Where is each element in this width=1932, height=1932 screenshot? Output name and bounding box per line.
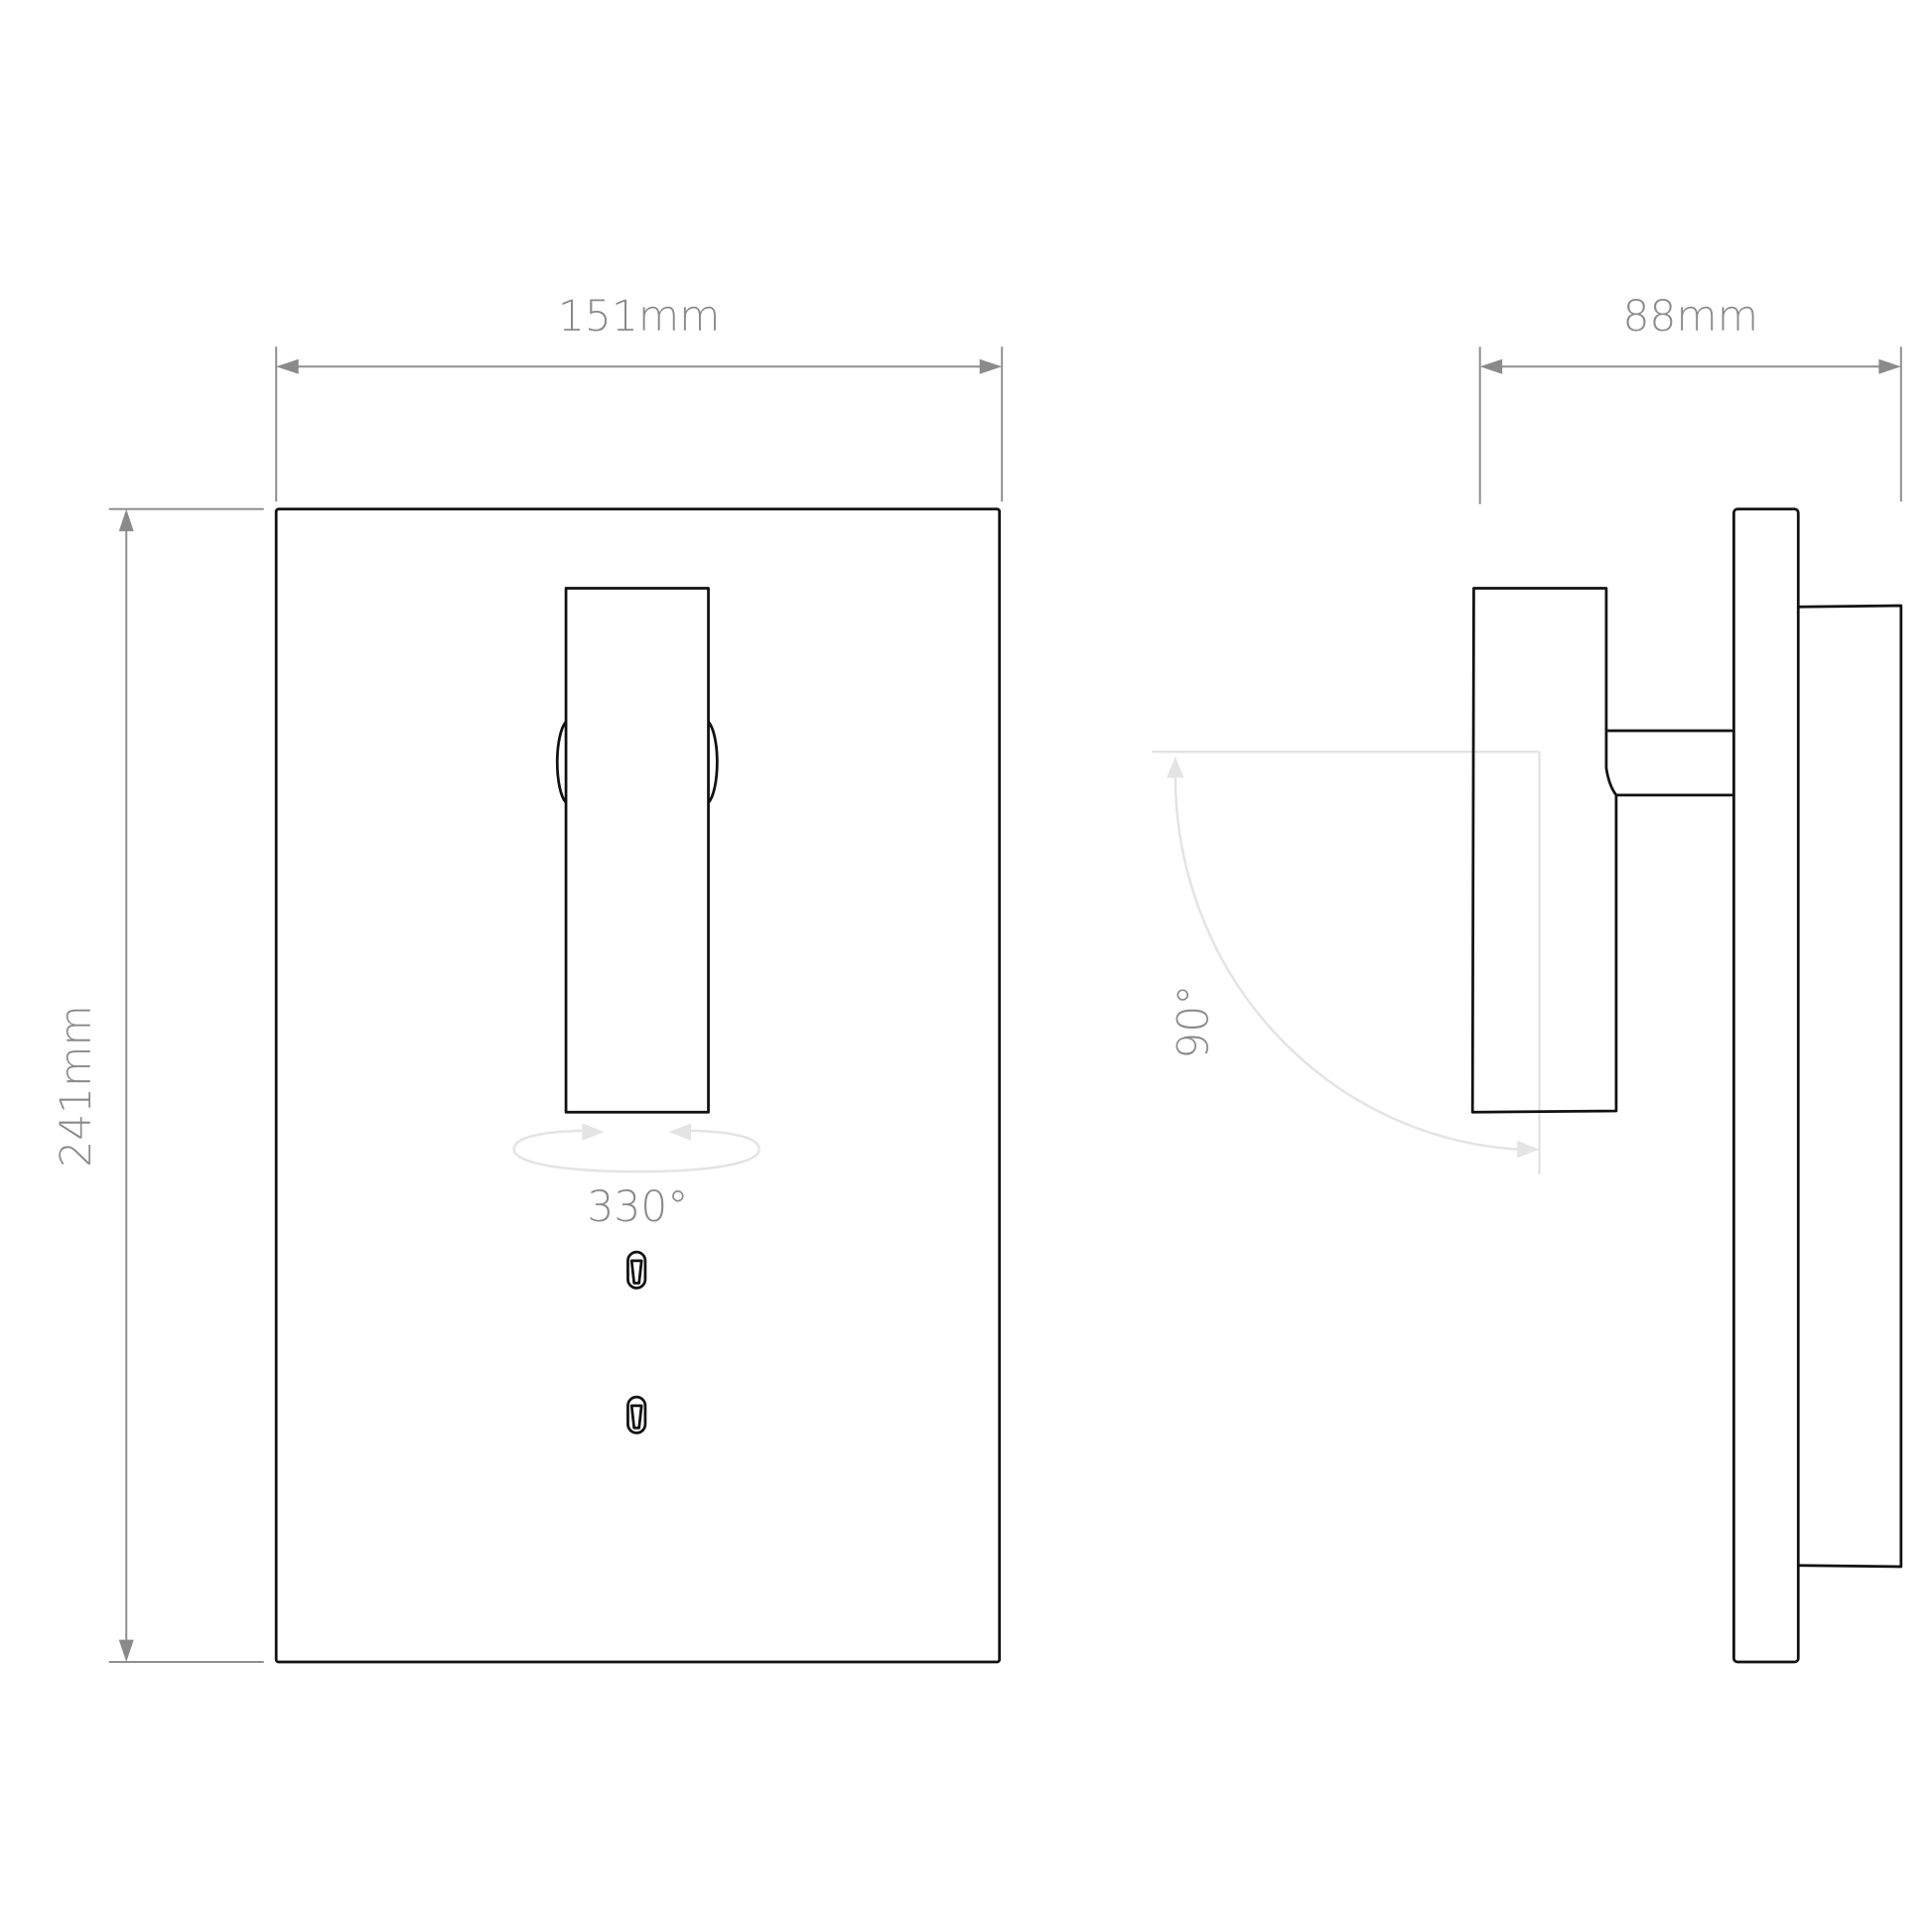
height-label: 241mm — [53, 1005, 101, 1168]
arrow-right-icon — [1878, 358, 1901, 374]
side-view: 88mm 90° — [1152, 293, 1903, 1664]
arm — [1607, 729, 1734, 797]
tilt-arrow-icon — [1167, 757, 1184, 778]
pivot-left — [555, 721, 568, 804]
switch-top — [626, 1250, 647, 1290]
wall-plate — [274, 507, 1002, 1664]
rotate-arrow-icon — [582, 1123, 605, 1141]
rotate-arrow-icon — [668, 1123, 692, 1141]
depth-dimension: 88mm — [1478, 293, 1902, 504]
arrow-right-icon — [979, 358, 1003, 374]
width-dimension: 151mm — [275, 293, 1004, 502]
tilt-indicator: 90° — [1152, 750, 1541, 1174]
depth-label: 88mm — [1622, 293, 1758, 342]
arrow-up-icon — [118, 508, 134, 532]
front-view: 151mm 241mm 330° — [53, 293, 1004, 1664]
height-dimension: 241mm — [53, 507, 264, 1664]
arrow-down-icon — [118, 1639, 134, 1663]
pivot-right — [707, 721, 719, 804]
tilt-arrow-icon — [1517, 1140, 1540, 1159]
switch-bottom — [626, 1395, 647, 1435]
arrow-left-icon — [1479, 358, 1503, 374]
lamp-head — [564, 587, 710, 1114]
rotation-label: 330° — [587, 1183, 688, 1232]
side-lamp-head — [1470, 587, 1618, 1114]
rotation-indicator: 330° — [512, 1123, 760, 1232]
back-box — [1798, 604, 1903, 1569]
tilt-label: 90° — [1170, 985, 1218, 1059]
arrow-left-icon — [276, 358, 299, 374]
side-wall-plate — [1732, 507, 1800, 1664]
width-label: 151mm — [558, 293, 721, 342]
